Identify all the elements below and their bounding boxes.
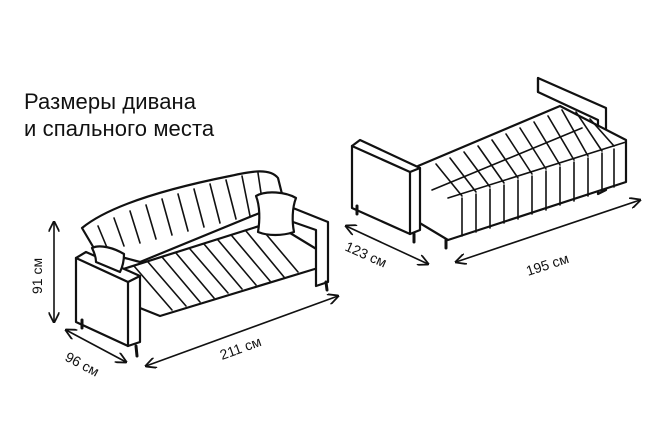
bed-mattress-front-edge — [447, 141, 627, 199]
sofa-left-arm — [74, 250, 142, 348]
bed-depth-arrow — [346, 226, 428, 264]
sofa-dimension-lines — [54, 222, 338, 366]
sofa-back-channels — [97, 172, 265, 251]
sofa-height-label: 91 см — [29, 258, 45, 294]
bed-mattress-fold — [431, 127, 583, 191]
sofa-leg — [134, 344, 139, 358]
sofa-leg — [324, 280, 329, 292]
bed-length-label: 195 см — [524, 250, 571, 279]
title-line-1: Размеры дивана — [24, 89, 197, 114]
page-title: Размеры дивана и спального места — [24, 88, 214, 142]
bed-mattress — [416, 104, 628, 242]
sofa-pillow-right — [254, 191, 298, 237]
bed-dimension-lines — [346, 200, 640, 264]
sofa-width-arrow — [146, 296, 338, 366]
sofa-folded-drawing — [74, 170, 330, 358]
sofa-pillow-left — [90, 245, 126, 274]
title-line-2: и спального места — [24, 116, 215, 141]
bed-length-arrow — [456, 200, 640, 262]
sofa-depth-arrow — [66, 330, 126, 362]
sofa-depth-label: 96 см — [63, 349, 102, 380]
sofa-bed-drawing — [350, 76, 628, 250]
